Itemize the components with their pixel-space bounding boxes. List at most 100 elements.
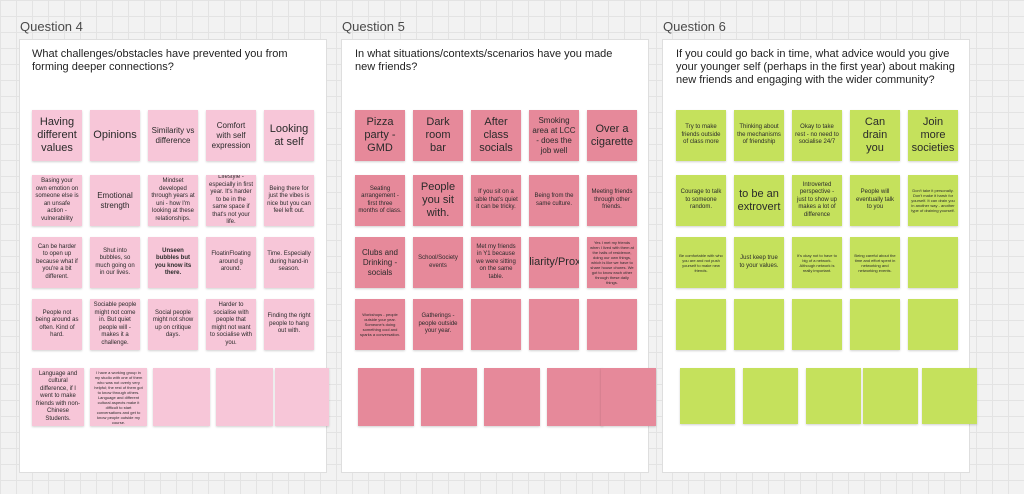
- sticky-note[interactable]: Smoking area at LCC - does the job well: [529, 110, 579, 161]
- sticky-note-text: I have a working group in my studio with…: [94, 369, 143, 425]
- sticky-note-empty[interactable]: [471, 299, 521, 350]
- sticky-note[interactable]: Unseen bubbles but you know its there.: [148, 237, 198, 288]
- sticky-note[interactable]: Mindset developed through years at uni -…: [148, 175, 198, 226]
- frame-title[interactable]: Question 6: [663, 19, 726, 34]
- sticky-note-text: Can drain you: [862, 116, 888, 154]
- sticky-note[interactable]: Looking at self: [264, 110, 314, 161]
- sticky-note-empty[interactable]: [216, 368, 273, 426]
- sticky-note-empty[interactable]: [529, 299, 579, 350]
- sticky-note[interactable]: It's okay not to have to big of a networ…: [792, 237, 842, 288]
- sticky-note-text: Having different values: [37, 116, 77, 154]
- sticky-note[interactable]: Familiarity/Proximity: [529, 237, 579, 288]
- sticky-note-text: It's okay not to have to big of a networ…: [797, 252, 837, 273]
- sticky-note-text: People not being around as often. Kind o…: [35, 309, 79, 339]
- sticky-note[interactable]: Yes I met my friends when I lived with t…: [587, 237, 637, 288]
- sticky-note-empty[interactable]: [601, 368, 656, 426]
- sticky-note[interactable]: Being there for just the vibes is nice b…: [264, 175, 314, 226]
- sticky-note[interactable]: Try to make friends outside of class mor…: [676, 110, 726, 161]
- sticky-note[interactable]: Just keep true to your values.: [734, 237, 784, 288]
- sticky-note[interactable]: Can be harder to open up because what if…: [32, 237, 82, 288]
- sticky-note-text: Workshops - people outside your year. So…: [359, 312, 401, 337]
- sticky-note[interactable]: Be comfortable with who you are and not …: [676, 237, 726, 288]
- sticky-note[interactable]: Harder to socialise with people that mig…: [206, 299, 256, 350]
- sticky-note-empty[interactable]: [850, 299, 900, 350]
- frame-title[interactable]: Question 5: [342, 19, 405, 34]
- sticky-note[interactable]: Met my friends in Y1 because we were sit…: [471, 237, 521, 288]
- sticky-note[interactable]: Join more societies: [908, 110, 958, 161]
- sticky-note-text: Be comfortable with who you are and not …: [679, 252, 723, 273]
- sticky-note-empty[interactable]: [680, 368, 735, 424]
- sticky-note-text: Yes I met my friends when I lived with t…: [590, 240, 634, 285]
- sticky-note-text: Introverted perspective - just to show u…: [796, 181, 838, 218]
- sticky-note[interactable]: Meeting friends through other friends.: [587, 175, 637, 226]
- sticky-note[interactable]: I have a working group in my studio with…: [90, 368, 147, 426]
- sticky-note-text: Sociable people might not come in. But q…: [93, 302, 137, 346]
- sticky-note[interactable]: Courage to talk to someone random.: [676, 175, 726, 226]
- sticky-note[interactable]: If you sit on a table that's quiet it ca…: [471, 175, 521, 226]
- sticky-note-empty[interactable]: [587, 299, 637, 350]
- sticky-note[interactable]: Opinions: [90, 110, 140, 161]
- sticky-note-empty[interactable]: [792, 299, 842, 350]
- sticky-note-empty[interactable]: [358, 368, 414, 426]
- sticky-note[interactable]: Can drain you: [850, 110, 900, 161]
- sticky-note[interactable]: Gatherings - people outside your year.: [413, 299, 463, 350]
- sticky-note-empty[interactable]: [743, 368, 798, 424]
- sticky-note-text: Lifestyle - especially in first year. It…: [209, 175, 254, 226]
- sticky-note[interactable]: Thinking about the mechanisms of friends…: [734, 110, 784, 161]
- sticky-note[interactable]: Introverted perspective - just to show u…: [792, 175, 842, 226]
- sticky-note-empty[interactable]: [734, 299, 784, 350]
- sticky-note[interactable]: Sociable people might not come in. But q…: [90, 299, 140, 350]
- sticky-note[interactable]: Dark room bar: [413, 110, 463, 161]
- sticky-note-text: Thinking about the mechanisms of friends…: [737, 124, 781, 146]
- sticky-note[interactable]: Don't take it personally. Don't make it …: [908, 175, 958, 226]
- sticky-note[interactable]: People you sit with.: [413, 175, 463, 226]
- sticky-note-text: Mindset developed through years at uni -…: [151, 178, 195, 222]
- sticky-note[interactable]: Being from the same culture.: [529, 175, 579, 226]
- sticky-note[interactable]: Having different values: [32, 110, 82, 161]
- sticky-note-empty[interactable]: [153, 368, 210, 426]
- sticky-note[interactable]: Being careful about the time and effort …: [850, 237, 900, 288]
- sticky-note[interactable]: Similarity vs difference: [148, 110, 198, 161]
- sticky-note[interactable]: Pizza party - GMD: [355, 110, 405, 161]
- sticky-note-empty[interactable]: [421, 368, 477, 426]
- sticky-note-empty[interactable]: [806, 368, 861, 424]
- sticky-note[interactable]: People not being around as often. Kind o…: [32, 299, 82, 350]
- sticky-note-text: If you sit on a table that's quiet it ca…: [474, 189, 518, 211]
- sticky-note[interactable]: Clubs and Drinking - socials: [355, 237, 405, 288]
- sticky-note[interactable]: Seating arrangement - first three months…: [355, 175, 405, 226]
- sticky-note-text: Seating arrangement - first three months…: [358, 185, 402, 215]
- sticky-note-empty[interactable]: [922, 368, 977, 424]
- sticky-note-text: Social people might not show up on criti…: [152, 309, 194, 339]
- sticky-note-empty[interactable]: [676, 299, 726, 350]
- sticky-note[interactable]: Workshops - people outside your year. So…: [355, 299, 405, 350]
- sticky-note[interactable]: to be an extrovert: [734, 175, 784, 226]
- sticky-note[interactable]: Language and cultural difference, if I w…: [32, 368, 84, 426]
- sticky-note[interactable]: School/Society events: [413, 237, 463, 288]
- sticky-note[interactable]: After class socials: [471, 110, 521, 161]
- sticky-note-empty[interactable]: [275, 368, 329, 426]
- sticky-note[interactable]: Over a cigarette: [587, 110, 637, 161]
- sticky-note[interactable]: Okay to take rest - no need to socialise…: [792, 110, 842, 161]
- sticky-note[interactable]: FloatinFloating around g around.: [206, 237, 256, 288]
- sticky-note[interactable]: Basing your own emotion on someone else …: [32, 175, 82, 226]
- sticky-note-text: Okay to take rest - no need to socialise…: [795, 124, 839, 146]
- sticky-note-empty[interactable]: [863, 368, 918, 424]
- sticky-note[interactable]: People will eventually talk to you: [850, 175, 900, 226]
- sticky-note[interactable]: Shut into bubbles, so much going on in o…: [90, 237, 140, 288]
- question-text: If you could go back in time, what advic…: [676, 48, 955, 86]
- sticky-note-empty[interactable]: [484, 368, 540, 426]
- sticky-note[interactable]: Social people might not show up on criti…: [148, 299, 198, 350]
- sticky-note[interactable]: Emotional strength: [90, 175, 140, 226]
- sticky-note[interactable]: Comfort with self expression: [206, 110, 256, 161]
- sticky-note[interactable]: Finding the right people to hang out wit…: [264, 299, 314, 350]
- sticky-note[interactable]: Time. Especially during hand-in season.: [264, 237, 314, 288]
- sticky-note-empty[interactable]: [908, 237, 958, 288]
- sticky-note-text: Smoking area at LCC - does the job well: [532, 115, 576, 155]
- sticky-note-text: Pizza party - GMD: [364, 116, 396, 154]
- sticky-note-empty[interactable]: [547, 368, 603, 426]
- sticky-note-empty[interactable]: [908, 299, 958, 350]
- sticky-note[interactable]: Lifestyle - especially in first year. It…: [206, 175, 256, 226]
- sticky-note-text: Over a cigarette: [590, 122, 634, 148]
- frame-title[interactable]: Question 4: [20, 19, 83, 34]
- sticky-note-text: Opinions: [93, 129, 137, 141]
